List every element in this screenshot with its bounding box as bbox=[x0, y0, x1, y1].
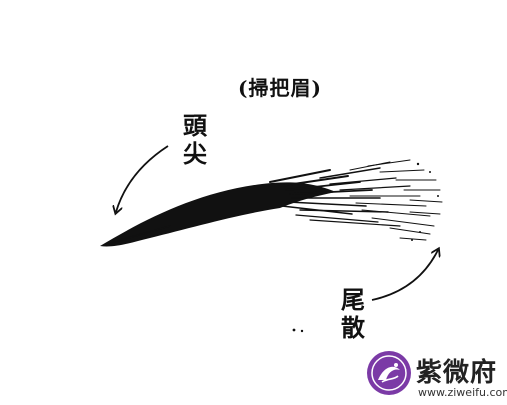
head-label: 頭 尖 bbox=[180, 112, 210, 168]
eyebrow-tail-strokes bbox=[107, 159, 443, 245]
head-label-char-1: 頭 bbox=[183, 111, 207, 140]
head-arrow bbox=[116, 145, 169, 212]
tail-label: 尾 散 bbox=[338, 286, 368, 342]
watermark-name: 紫微府 bbox=[416, 358, 498, 388]
watermark: 紫微府 www.ziweifu.com bbox=[360, 342, 507, 405]
ziweifu-logo-icon bbox=[367, 351, 411, 395]
tail-arrow bbox=[371, 250, 438, 301]
eyebrow-body bbox=[100, 182, 336, 247]
tail-label-char-1: 尾 bbox=[341, 285, 365, 314]
head-label-char-2: 尖 bbox=[183, 139, 207, 168]
tail-label-char-2: 散 bbox=[341, 313, 365, 342]
watermark-url: www.ziweifu.com bbox=[418, 386, 507, 399]
eyebrow-dots bbox=[292, 162, 439, 333]
diagram-title: (掃把眉) bbox=[238, 76, 322, 100]
